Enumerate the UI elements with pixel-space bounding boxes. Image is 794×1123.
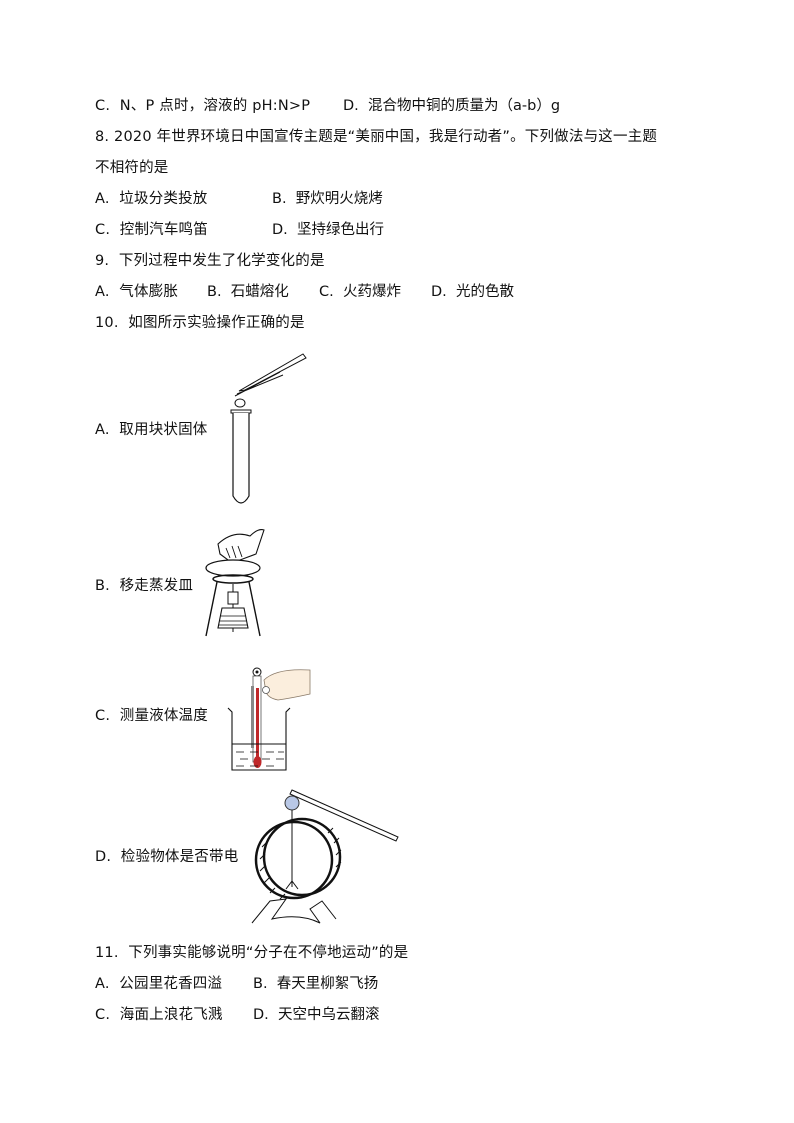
q9-option-b: B. 石蜡熔化: [207, 284, 289, 300]
evaporating-dish-figure: [198, 524, 273, 639]
q8-stem-line2: 不相符的是: [95, 160, 169, 176]
q8-option-d: D. 坚持绿色出行: [272, 222, 384, 238]
q8-stem-line1: 8. 2020 年世界环境日中国宣传主题是“美丽中国，我是行动者”。下列做法与这…: [95, 129, 658, 145]
q11-option-c: C. 海面上浪花飞溅: [95, 1007, 223, 1023]
q9-option-c: C. 火药爆炸: [319, 284, 401, 300]
q11-stem: 11. 下列事实能够说明“分子在不停地运动”的是: [95, 945, 409, 961]
q8-option-c: C. 控制汽车鸣笛: [95, 222, 208, 238]
q8-option-b: B. 野炊明火烧烤: [272, 191, 383, 207]
q10-option-b: B. 移走蒸发皿: [95, 578, 194, 594]
thermometer-beaker-figure: [226, 664, 316, 772]
tweezers-test-tube-figure: [225, 346, 315, 511]
q11-option-b: B. 春天里柳絮飞扬: [253, 976, 379, 992]
q9-option-d: D. 光的色散: [431, 284, 514, 300]
q10-option-a: A. 取用块状固体: [95, 422, 208, 438]
q10-option-c: C. 测量液体温度: [95, 708, 208, 724]
q10-option-d: D. 检验物体是否带电: [95, 849, 239, 865]
q11-option-a: A. 公园里花香四溢: [95, 976, 223, 992]
q10-stem: 10. 如图所示实验操作正确的是: [95, 315, 305, 331]
q8-option-a: A. 垃圾分类投放: [95, 191, 208, 207]
q11-option-d: D. 天空中乌云翻滚: [253, 1007, 380, 1023]
q7-option-d: D. 混合物中铜的质量为（a-b）g: [343, 98, 561, 114]
q9-stem: 9. 下列过程中发生了化学变化的是: [95, 253, 325, 269]
electroscope-figure: [250, 787, 400, 927]
q9-option-a: A. 气体膨胀: [95, 284, 179, 300]
q7-option-c: C. N、P 点时，溶液的 pH:N>P: [95, 98, 311, 114]
